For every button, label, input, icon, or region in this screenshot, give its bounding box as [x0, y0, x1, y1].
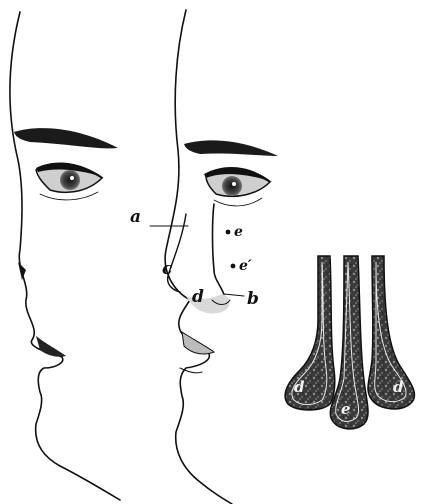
section-left-lobe: [285, 256, 335, 410]
point-e-prime-dot: [231, 264, 236, 269]
label-d: d: [192, 287, 204, 307]
right-face-profile: [150, 10, 278, 504]
left-eyebrow: [14, 128, 118, 148]
label-b: b: [247, 289, 259, 309]
point-e-dot: [226, 230, 231, 235]
label-b-leader: [224, 294, 244, 296]
section-label-middle: e: [341, 400, 351, 418]
left-face-profile: [10, 12, 120, 500]
section-label-left: d: [294, 378, 305, 396]
left-iris: [60, 170, 80, 190]
left-face-outline: [10, 12, 120, 500]
right-upper-lip: [182, 332, 214, 354]
right-lower-lid: [214, 198, 262, 206]
label-c: c: [162, 259, 173, 279]
right-face-outline: [165, 10, 232, 504]
left-lower-lid: [40, 192, 98, 200]
section-label-right: d: [393, 378, 404, 396]
right-eyebrow: [184, 140, 278, 156]
label-e: e: [234, 224, 243, 240]
label-a: a: [130, 207, 141, 227]
left-upper-lip-shade: [36, 336, 66, 357]
left-nostril-mark: [18, 262, 26, 280]
left-eye-highlight: [70, 176, 74, 180]
right-eye-highlight: [232, 182, 236, 186]
right-iris: [222, 176, 242, 196]
label-e-prime: e′: [239, 258, 252, 274]
